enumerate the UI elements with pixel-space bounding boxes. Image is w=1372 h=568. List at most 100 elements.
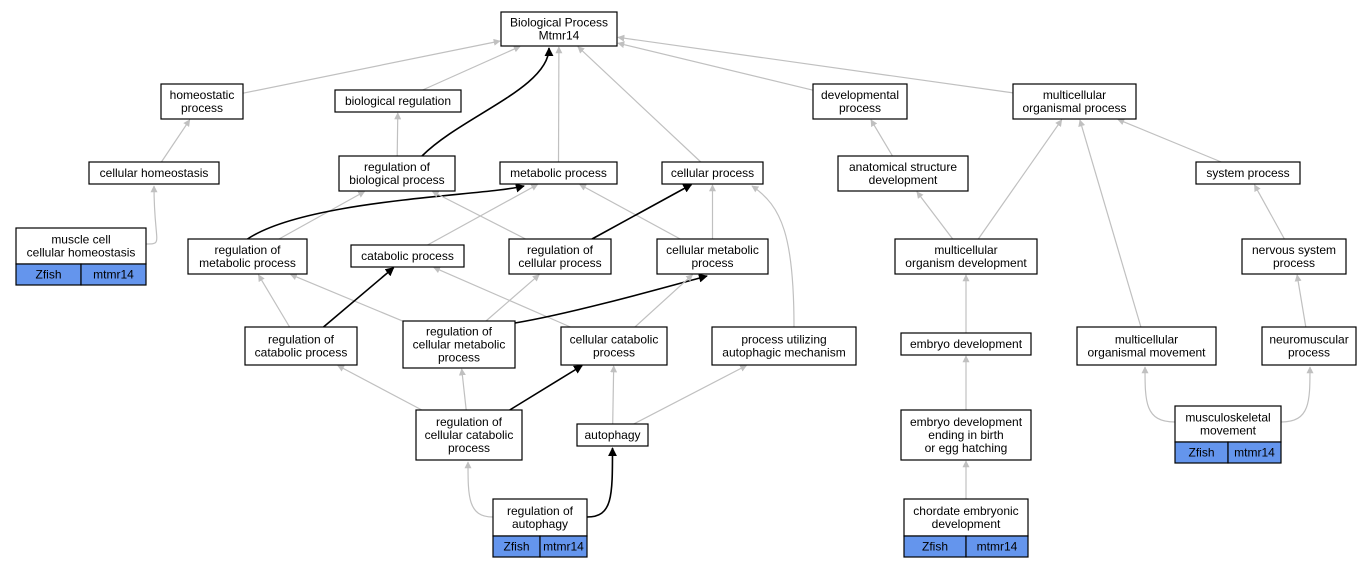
- node-label-line: biological process: [349, 173, 444, 187]
- edge-regcellcatab-to-regcellmetab: [458, 368, 467, 411]
- node-label-line: anatomical structure: [849, 160, 957, 174]
- go-node-embryodev[interactable]: embryo development: [900, 332, 1032, 356]
- node-label-line: homeostatic: [170, 88, 235, 102]
- node-label-line: autophagy: [584, 428, 640, 442]
- node-box: [88, 161, 220, 185]
- go-node-cellproc[interactable]: cellular process: [661, 161, 764, 185]
- node-label-line: process: [1288, 346, 1330, 360]
- node-label-line: process: [839, 101, 881, 115]
- node-label-line: ending in birth: [928, 428, 1003, 442]
- node-label-line: cellular homeostasis: [100, 166, 209, 180]
- edge-regbio-to-bp: [421, 47, 554, 157]
- edge-regmetab-to-metab: [247, 183, 525, 240]
- gene-label: mtmr14: [93, 268, 134, 282]
- species-gene-cell: [1227, 441, 1282, 464]
- edge-cellcatab-to-catab: [433, 266, 571, 328]
- node-box: [894, 238, 1038, 275]
- node-box: [508, 238, 612, 275]
- go-node-metab[interactable]: metabolic process: [499, 161, 618, 185]
- node-box: [15, 227, 147, 265]
- node-box: [661, 161, 764, 185]
- edge-multidev-to-multiorg: [977, 119, 1063, 240]
- edge-nervsys-to-sysproc: [1253, 184, 1285, 240]
- node-box: [1241, 238, 1347, 275]
- node-box: [1195, 161, 1301, 185]
- node-box: [244, 326, 358, 366]
- go-node-catab[interactable]: catabolic process: [350, 244, 465, 268]
- node-label-line: or egg hatching: [925, 441, 1008, 455]
- node-label-line: muscle cell: [51, 233, 110, 247]
- gene-label: mtmr14: [1234, 446, 1275, 460]
- edge-regcellmetab-to-regcell: [485, 274, 540, 322]
- node-label-line: chordate embryonic: [913, 504, 1018, 518]
- node-label-line: metabolic process: [199, 256, 296, 270]
- node-box: [415, 409, 523, 461]
- node-box: [500, 11, 618, 47]
- node-label-line: regulation of: [426, 325, 493, 339]
- node-label-line: regulation of: [507, 504, 574, 518]
- node-label-line: embryo development: [910, 337, 1023, 351]
- node-box: [499, 161, 618, 185]
- go-node-bioreg[interactable]: biological regulation: [334, 89, 462, 113]
- edge-multidev-to-anat: [916, 191, 954, 240]
- edge-regcatab-to-catab: [322, 266, 395, 328]
- edge-regcatab-to-regmetab: [257, 274, 291, 328]
- node-label-line: process: [1273, 256, 1315, 270]
- node-box: [576, 423, 649, 447]
- node-label-line: regulation of: [214, 243, 281, 257]
- node-label-line: developmental: [821, 88, 899, 102]
- go-node-cellhomeo[interactable]: cellular homeostasis: [88, 161, 220, 185]
- node-label-line: biological regulation: [345, 94, 451, 108]
- nodes-layer: Biological ProcessMtmr14homeostaticproce…: [15, 11, 1357, 558]
- node-box: [1012, 83, 1137, 120]
- edge-regmetab-to-regbio: [278, 190, 366, 240]
- node-label-line: process: [181, 101, 223, 115]
- go-node-sysproc[interactable]: system process: [1195, 161, 1301, 185]
- edge-cellmetab-to-metab: [579, 183, 681, 240]
- edge-regcell-to-regbio: [431, 190, 526, 240]
- node-box: [492, 498, 588, 537]
- species-gene-cell: [965, 535, 1029, 558]
- node-box: [900, 332, 1032, 356]
- node-box: [837, 155, 969, 192]
- edge-musculoskel-to-multimove: [1141, 366, 1176, 423]
- node-label-line: organismal movement: [1087, 346, 1206, 360]
- node-label-line: cellular process: [671, 166, 754, 180]
- edge-regautoph-to-autophagy: [586, 447, 617, 518]
- node-label-line: musculoskeletal: [1185, 411, 1270, 425]
- node-label-line: catabolic process: [255, 346, 348, 360]
- edge-musclehomeo-to-cellhomeo: [145, 185, 158, 245]
- go-node-autophagy[interactable]: autophagy: [576, 423, 649, 447]
- node-box: [187, 238, 308, 275]
- node-label-line: development: [869, 173, 938, 187]
- node-label-line: cellular homeostasis: [27, 246, 136, 260]
- node-label-line: cellular catabolic: [570, 333, 659, 347]
- edge-regcellmetab-to-regmetab: [289, 273, 404, 322]
- node-label-line: nervous system: [1252, 243, 1336, 257]
- node-label-line: regulation of: [527, 243, 594, 257]
